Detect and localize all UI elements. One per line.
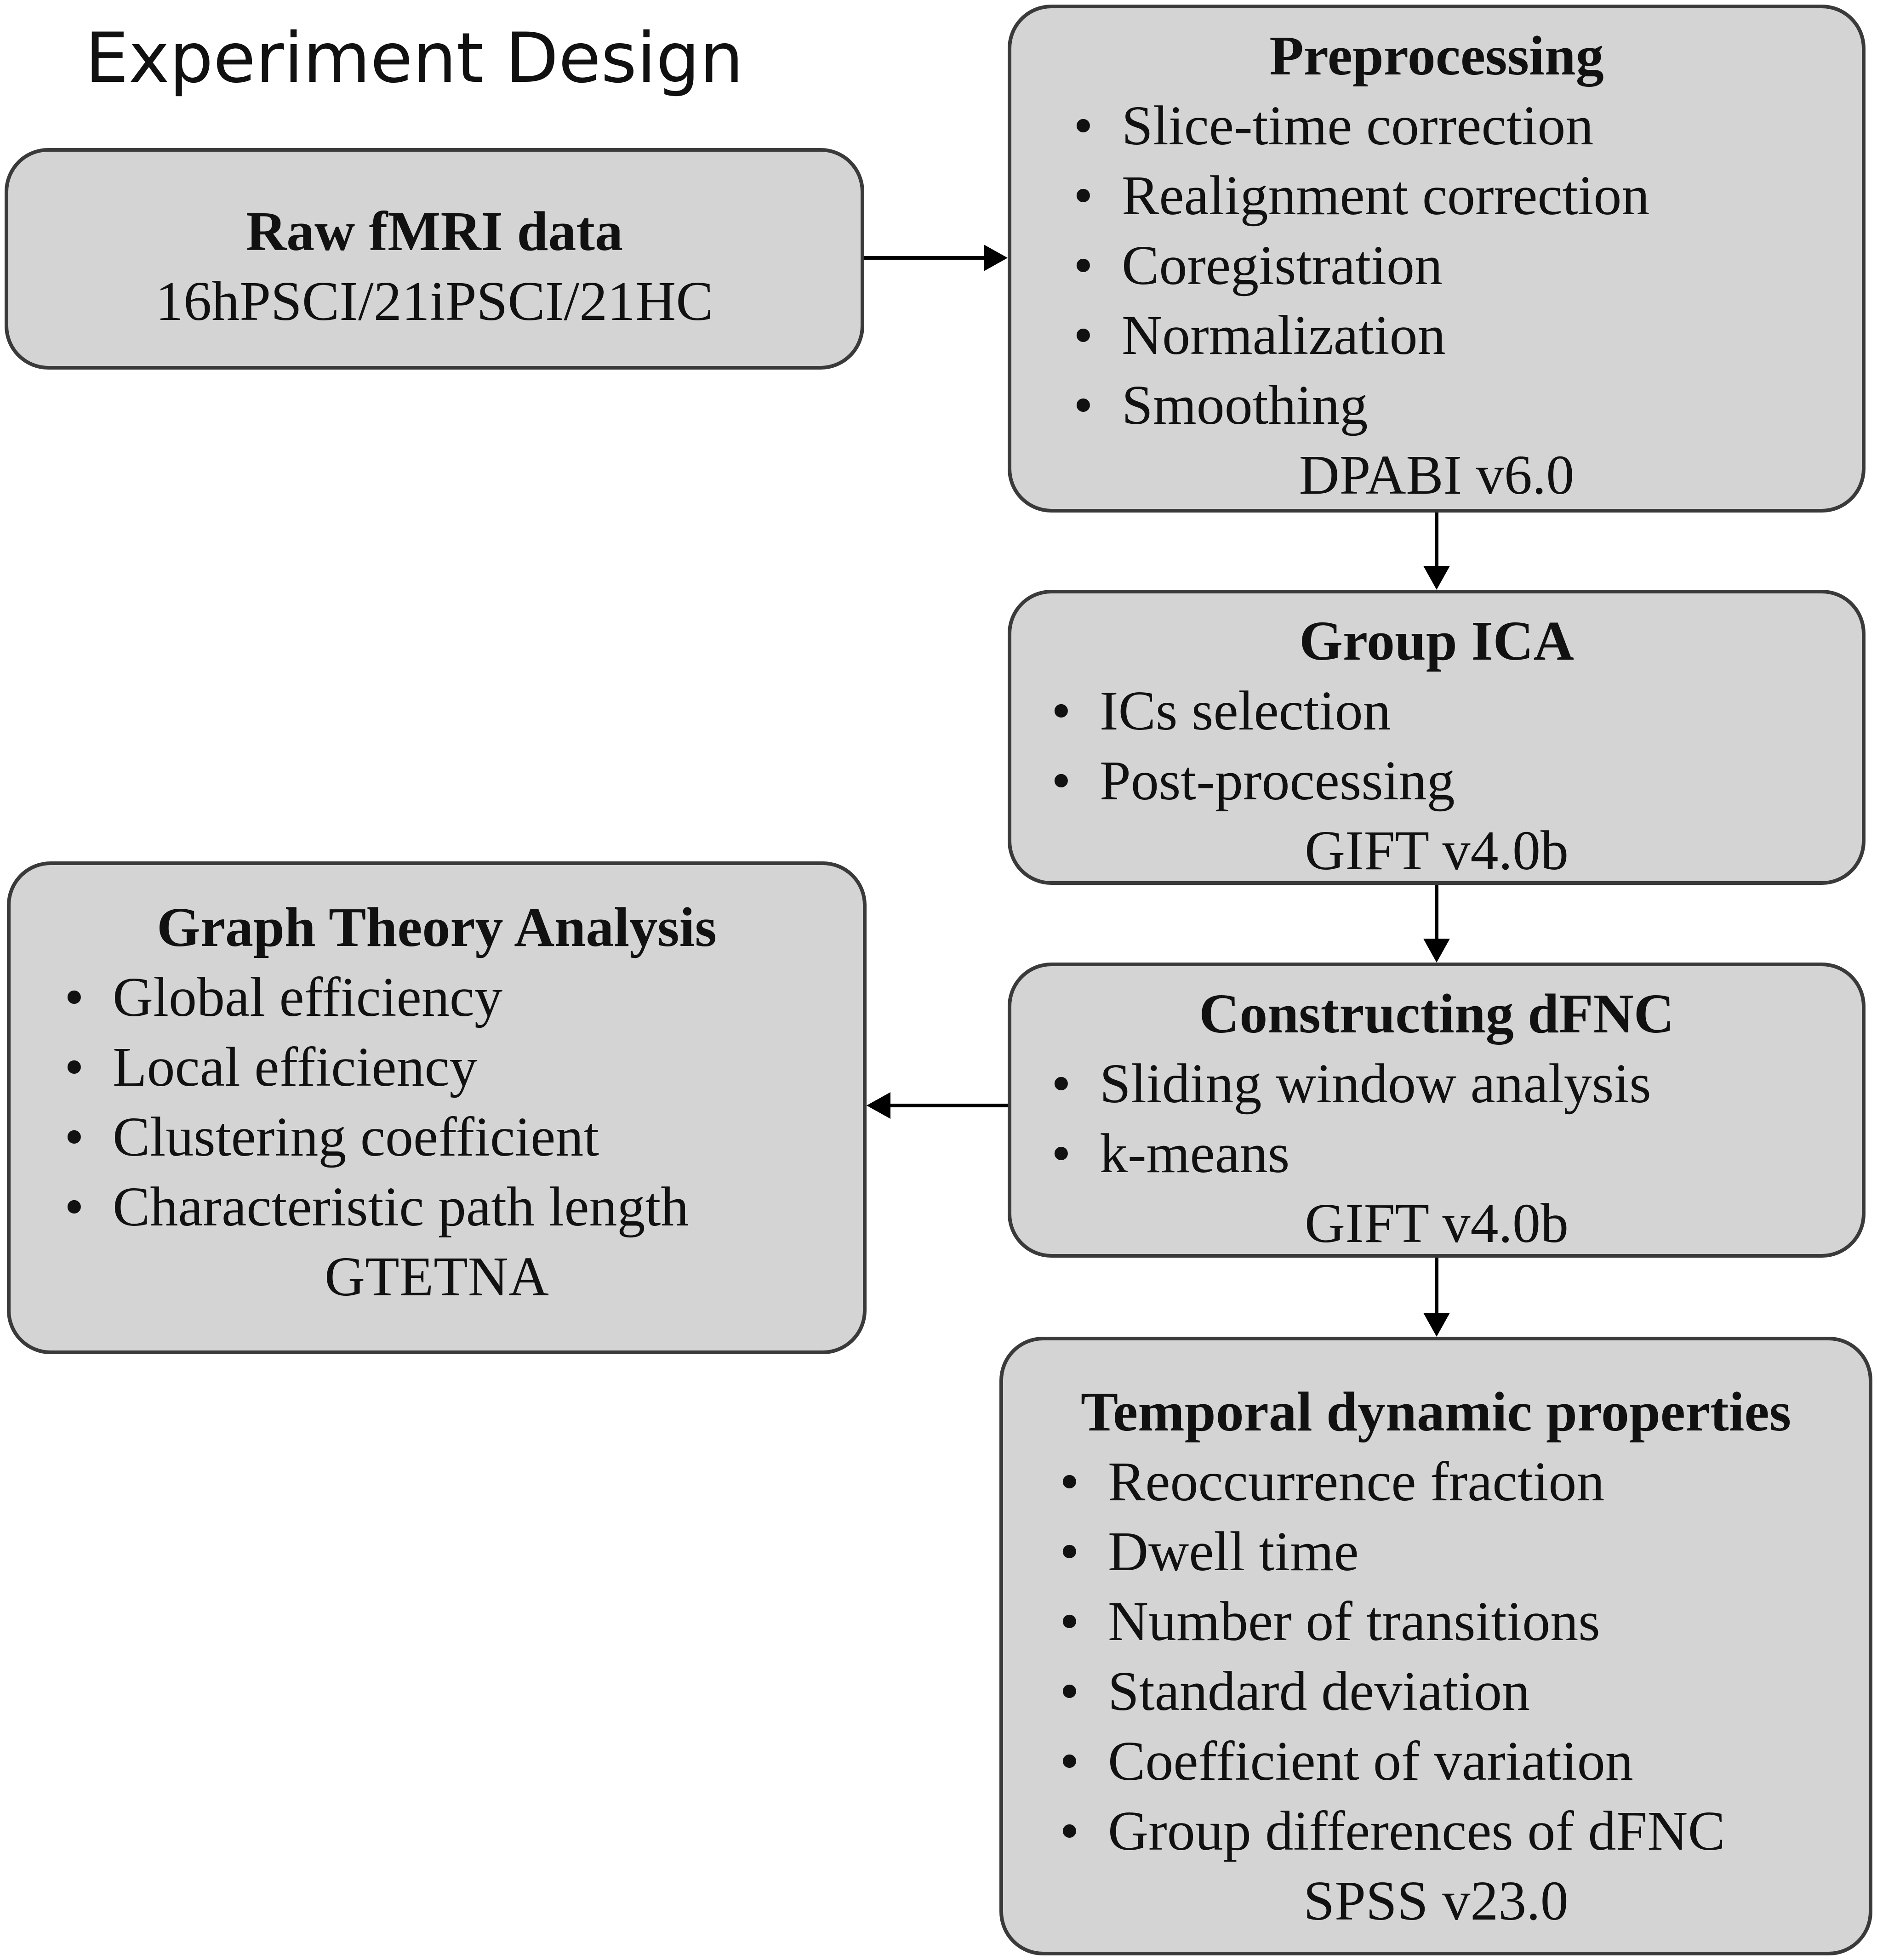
temporal-dynamic-properties-heading: Temporal dynamic properties bbox=[1080, 1381, 1791, 1443]
list-item: Group differences of dFNC bbox=[1060, 1796, 1869, 1866]
list-item: Sliding window analysis bbox=[1051, 1049, 1862, 1119]
list-item: Number of transitions bbox=[1060, 1587, 1869, 1657]
temporal-dynamic-properties-box: Temporal dynamic properties Reoccurrence… bbox=[999, 1337, 1872, 1955]
constructing-dfnc-tool: GIFT v4.0b bbox=[1305, 1192, 1569, 1254]
preprocessing-box: Preprocessing Slice-time correction Real… bbox=[1008, 5, 1866, 513]
preprocessing-heading: Preprocessing bbox=[1269, 25, 1604, 87]
list-item: ICs selection bbox=[1051, 676, 1862, 746]
group-ica-tool: GIFT v4.0b bbox=[1305, 820, 1569, 882]
arrowhead-down bbox=[1423, 566, 1450, 590]
list-item: Smoothing bbox=[1073, 370, 1862, 440]
list-item: Local efficiency bbox=[64, 1032, 863, 1102]
graph-theory-analysis-tool: GTETNA bbox=[325, 1246, 549, 1308]
raw-fmri-data-subtitle: 16hPSCI/21iPSCI/21HC bbox=[155, 270, 713, 332]
list-item: Coefficient of variation bbox=[1060, 1726, 1869, 1796]
group-ica-box: Group ICA ICs selection Post-processing … bbox=[1008, 590, 1866, 885]
list-item: Slice-time correction bbox=[1073, 91, 1862, 161]
raw-fmri-data-box: Raw fMRI data 16hPSCI/21iPSCI/21HC bbox=[5, 148, 864, 370]
raw-fmri-data-heading: Raw fMRI data bbox=[245, 200, 623, 262]
list-item: Dwell time bbox=[1060, 1517, 1869, 1587]
constructing-dfnc-steps-list: Sliding window analysis k-means bbox=[1011, 1049, 1862, 1189]
arrowhead-left bbox=[867, 1092, 890, 1119]
constructing-dfnc-box: Constructing dFNC Sliding window analysi… bbox=[1008, 963, 1866, 1258]
temporal-properties-list: Reoccurrence fraction Dwell time Number … bbox=[1003, 1447, 1869, 1866]
arrowhead-down bbox=[1423, 939, 1450, 963]
list-item: Standard deviation bbox=[1060, 1657, 1869, 1726]
list-item: Coregistration bbox=[1073, 231, 1862, 301]
temporal-dynamic-properties-tool: SPSS v23.0 bbox=[1303, 1870, 1569, 1932]
preprocessing-steps-list: Slice-time correction Realignment correc… bbox=[1011, 91, 1862, 440]
diagram-title: Experiment Design bbox=[85, 18, 744, 98]
arrowhead-down bbox=[1423, 1313, 1450, 1337]
list-item: k-means bbox=[1051, 1119, 1862, 1189]
list-item: Characteristic path length bbox=[64, 1172, 863, 1242]
graph-theory-analysis-heading: Graph Theory Analysis bbox=[156, 896, 717, 958]
list-item: Global efficiency bbox=[64, 963, 863, 1032]
list-item: Clustering coefficient bbox=[64, 1102, 863, 1172]
constructing-dfnc-heading: Constructing dFNC bbox=[1199, 983, 1674, 1045]
preprocessing-tool: DPABI v6.0 bbox=[1299, 444, 1575, 506]
group-ica-heading: Group ICA bbox=[1299, 610, 1574, 672]
group-ica-steps-list: ICs selection Post-processing bbox=[1011, 676, 1862, 816]
graph-theory-analysis-box: Graph Theory Analysis Global efficiency … bbox=[7, 861, 867, 1354]
list-item: Reoccurrence fraction bbox=[1060, 1447, 1869, 1517]
list-item: Realignment correction bbox=[1073, 161, 1862, 231]
graph-theory-metrics-list: Global efficiency Local efficiency Clust… bbox=[11, 963, 863, 1242]
list-item: Post-processing bbox=[1051, 746, 1862, 816]
arrowhead-right bbox=[984, 245, 1008, 271]
list-item: Normalization bbox=[1073, 301, 1862, 370]
